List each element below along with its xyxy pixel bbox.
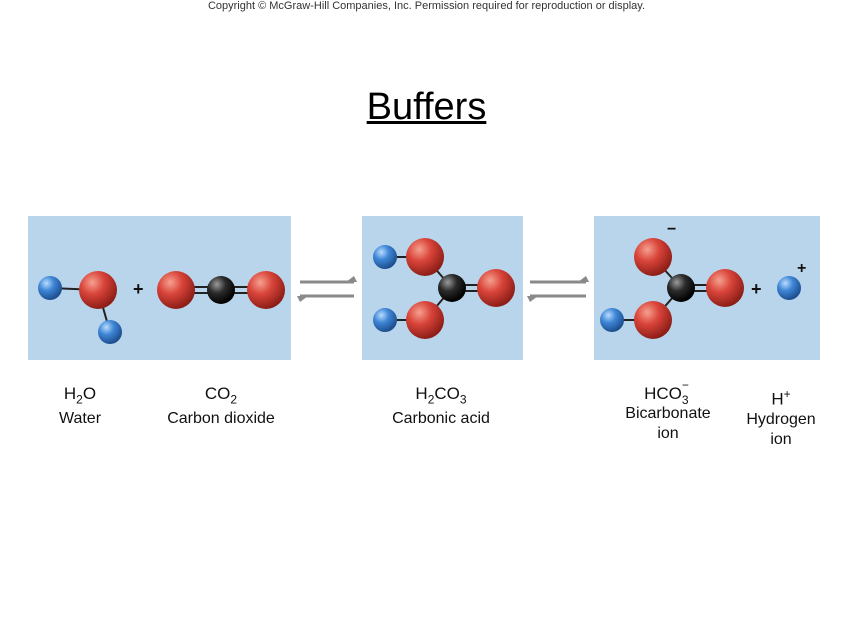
oxygen-atom	[406, 301, 444, 339]
hydrogen-atom	[38, 276, 62, 300]
carbon-atom	[207, 276, 235, 304]
label-carbonic-acid: H2CO3 Carbonic acid	[375, 384, 507, 429]
equilibrium-arrow-1	[297, 276, 357, 302]
page-title: Buffers	[366, 86, 487, 128]
oxygen-atom	[406, 238, 444, 276]
label-hydrogen-ion: H+ Hydrogen ion	[738, 384, 824, 450]
label-water: H2O Water	[40, 384, 120, 429]
label-co2: CO2 Carbon dioxide	[150, 384, 292, 429]
bicarbonate-charge: −	[667, 221, 677, 238]
carbon-atom	[667, 274, 695, 302]
hydrogen-ion-charge: +	[797, 260, 807, 277]
hydrogen-ion-name: Hydrogen	[746, 410, 816, 428]
water-formula: H2O	[63, 384, 97, 407]
oxygen-atom	[157, 271, 195, 309]
bicarbonate-molecule	[600, 238, 744, 339]
co2-formula: CO2	[204, 384, 238, 407]
label-bicarbonate: HCO−3 Bicarbonate ion	[612, 378, 724, 444]
hydrogen-ion-atom	[777, 276, 801, 300]
water-molecule	[38, 271, 122, 344]
carbonic-acid-molecule	[373, 238, 515, 339]
plus-sign-2: +	[751, 279, 762, 299]
oxygen-atom	[706, 269, 744, 307]
equilibrium-arrow-2	[527, 276, 589, 302]
hydrogen-ion-formula: H+	[771, 387, 791, 409]
hydrogen-ion-name-line2: ion	[770, 430, 792, 448]
hydrogen-atom	[373, 245, 397, 269]
oxygen-atom	[477, 269, 515, 307]
hydrogen-atom	[98, 320, 122, 344]
oxygen-atom	[634, 301, 672, 339]
carbon-atom	[438, 274, 466, 302]
carbonic-acid-formula: H2CO3	[415, 384, 467, 407]
copyright-notice: Copyright © McGraw-Hill Companies, Inc. …	[207, 0, 646, 12]
plus-sign-1: +	[133, 279, 144, 299]
carbonic-acid-name: Carbonic acid	[392, 410, 490, 428]
water-name: Water	[58, 410, 102, 428]
hydrogen-atom	[373, 308, 397, 332]
bicarbonate-formula: HCO−3	[644, 378, 689, 407]
co2-name: Carbon dioxide	[167, 410, 275, 428]
bicarbonate-name: Bicarbonate	[625, 405, 711, 422]
oxygen-atom	[79, 271, 117, 309]
oxygen-atom	[634, 238, 672, 276]
bicarbonate-name-line2: ion	[657, 425, 679, 442]
oxygen-atom	[247, 271, 285, 309]
hydrogen-atom	[600, 308, 624, 332]
co2-molecule	[157, 271, 285, 309]
